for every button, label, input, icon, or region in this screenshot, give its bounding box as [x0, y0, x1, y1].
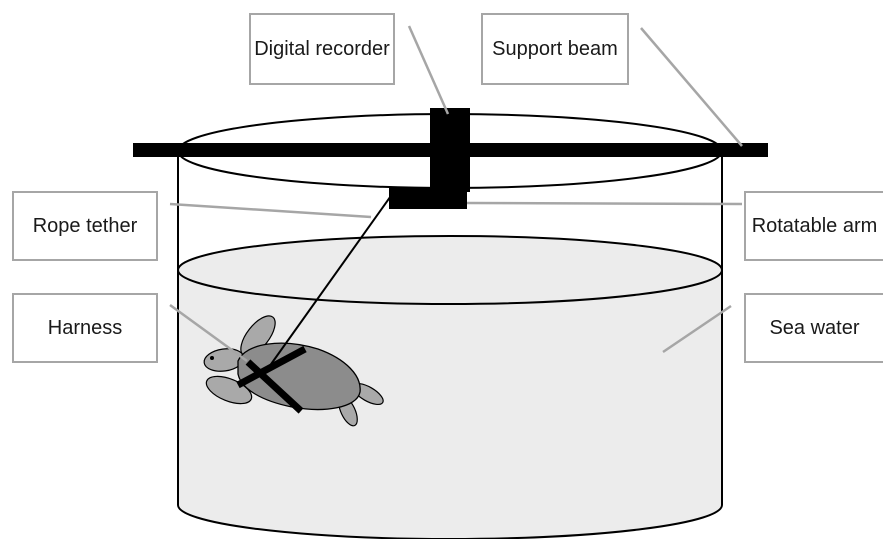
rotatable-arm [389, 187, 467, 209]
digital-recorder [430, 108, 470, 192]
turtle-front-right-flipper [205, 375, 253, 405]
label-support-beam: Support beam [481, 13, 629, 85]
label-support-beam-text: Support beam [492, 37, 618, 60]
leader-digital-recorder [407, 25, 450, 115]
label-rope-tether: Rope tether [12, 191, 158, 261]
leader-support-beam [640, 27, 743, 147]
label-rotatable-arm: Rotatable arm [744, 191, 883, 261]
label-sea-water-text: Sea water [769, 316, 860, 339]
harness-strap-2 [236, 345, 307, 389]
leader-harness [169, 303, 248, 363]
label-sea-water: Sea water [744, 293, 883, 363]
turtle [203, 315, 384, 427]
leader-rope-tether [169, 202, 372, 219]
turtle-eye [210, 356, 214, 360]
harness [236, 345, 307, 414]
label-harness: Harness [12, 293, 158, 363]
harness-strap-1 [245, 359, 304, 414]
label-digital-recorder-text: Digital recorder [254, 37, 390, 60]
leader-rotatable-arm [466, 201, 743, 206]
rope-tether [263, 192, 394, 375]
water-body [178, 270, 722, 539]
label-rotatable-arm-text: Rotatable arm [751, 214, 878, 237]
water-surface [177, 235, 723, 305]
label-digital-recorder: Digital recorder [249, 13, 395, 85]
label-harness-text: Harness [47, 316, 123, 339]
label-rope-tether-text: Rope tether [32, 214, 138, 237]
leader-sea-water [662, 304, 732, 354]
